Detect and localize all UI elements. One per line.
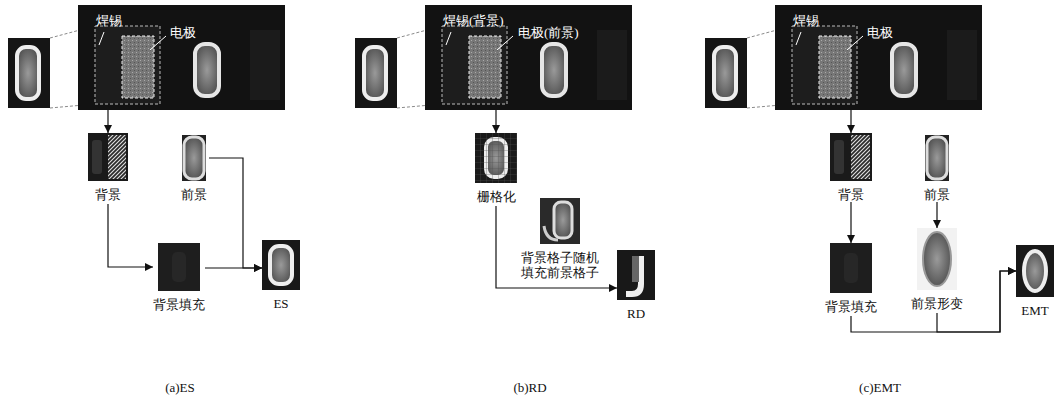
thumb-image [830, 133, 872, 181]
xray-image [355, 5, 632, 110]
faint-shape [844, 253, 858, 283]
image-caption: 背景 [88, 187, 128, 202]
hatch-region [108, 135, 126, 179]
thumb-image [262, 240, 300, 290]
thumb-image [475, 133, 517, 183]
image-panel: 焊锡电极 [78, 5, 285, 110]
image-thumbnail: 前景形变 [911, 228, 963, 311]
part-label: 电极 [867, 25, 893, 40]
electrode-shape [92, 140, 102, 174]
electrode-shape [632, 256, 639, 282]
grid-overlay [475, 133, 517, 183]
xray-image [705, 5, 982, 110]
faint-shape [172, 252, 186, 282]
electrode-shape [834, 140, 844, 174]
image-panel: 焊锡电极 [775, 5, 982, 110]
image-caption: 前景形变 [911, 296, 963, 311]
flow-arrow [936, 202, 937, 228]
image-caption: 背景填充 [825, 299, 877, 314]
image-thumbnail: 背景格子随机 填充前景格子 [518, 198, 602, 280]
flow-arrow [107, 110, 108, 133]
thumb-image [830, 243, 872, 293]
electrode-shape [927, 137, 947, 179]
image-caption: 前景 [924, 187, 950, 202]
thumb-image [182, 135, 206, 181]
image-thumbnail: 背景 [88, 133, 128, 202]
thumb-image [917, 228, 957, 290]
image-caption: 前景 [181, 187, 207, 202]
part-label: 焊锡 [793, 13, 819, 28]
thumb-image [617, 250, 655, 300]
image-caption: 背景填充 [153, 297, 205, 312]
thumb-image [925, 135, 949, 181]
image-panel: 焊锡(背景) 电极(前景) [425, 5, 632, 110]
flow-arrow [205, 267, 262, 268]
image-thumbnail: 前景 [181, 135, 207, 202]
image-thumbnail: 前景 [924, 135, 950, 202]
image-caption: ES [262, 296, 300, 311]
thumb-image [88, 133, 128, 181]
part-label: 焊锡(背景) [443, 13, 504, 28]
subfigure-caption: (b)RD [513, 380, 546, 395]
image-thumbnail: RD [617, 250, 655, 321]
image-thumbnail: 背景 [830, 133, 872, 202]
flow-arrow [496, 206, 617, 288]
part-label: 电极 [170, 25, 196, 40]
thumb-image [158, 243, 200, 291]
electrode-shape [184, 137, 204, 179]
hatch-region [851, 135, 870, 179]
xray-image [8, 5, 285, 110]
flow-arrow [850, 110, 851, 133]
thumb-image [540, 198, 580, 244]
image-caption: 背景 [830, 187, 872, 202]
flow-arrow [850, 202, 851, 243]
filled-cell [544, 226, 558, 240]
electrode-shape [554, 202, 572, 238]
electrode-shape [1024, 251, 1046, 291]
image-caption: 背景格子随机 填充前景格子 [518, 250, 602, 280]
image-thumbnail: 背景填充 [825, 243, 877, 314]
part-label: 焊锡 [96, 13, 122, 28]
flow-arrow [209, 158, 262, 268]
image-thumbnail: 背景填充 [153, 243, 205, 312]
image-thumbnail: EMT [1016, 245, 1054, 318]
electrode-shape [270, 246, 292, 284]
thumb-image [1016, 245, 1054, 297]
image-thumbnail: 栅格化 [475, 133, 517, 204]
image-caption: RD [617, 306, 655, 321]
part-label: 电极(前景) [518, 25, 579, 40]
image-thumbnail: ES [262, 240, 300, 311]
subfigure-caption: (c)EMT [859, 380, 901, 395]
image-caption: 栅格化 [475, 189, 517, 204]
image-caption: EMT [1016, 303, 1054, 318]
flow-arrow [108, 204, 153, 267]
electrode-shape [626, 256, 641, 294]
flow-arrow [495, 110, 496, 133]
subfigure-caption: (a)ES [165, 380, 195, 395]
deformed-electrode [923, 232, 951, 286]
